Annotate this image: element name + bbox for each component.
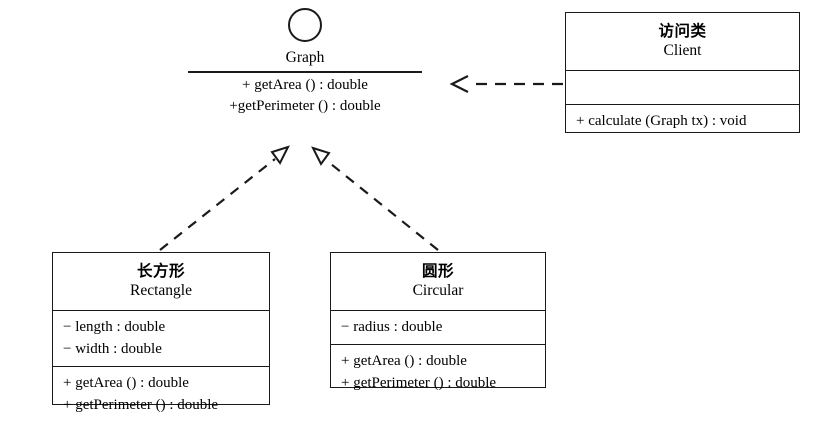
operation-item: +getPerimeter () : double: [229, 98, 381, 114]
class-circular-attributes: − radius : double: [331, 310, 545, 344]
realization-line: [325, 159, 439, 251]
operation-item: + getArea () : double: [63, 375, 189, 391]
class-client-name-en: Client: [663, 42, 702, 59]
class-circular-name-en: Circular: [412, 282, 464, 299]
class-circular-operations: + getArea () : double + getPerimeter () …: [331, 344, 545, 400]
operation-item: + getArea () : double: [242, 77, 368, 93]
class-rectangle-header: 长方形 Rectangle: [53, 253, 269, 310]
class-circular-header: 圆形 Circular: [331, 253, 545, 310]
realization-circular-to-graph-connector: [311, 146, 439, 251]
hollow-triangle-arrowhead-icon: [270, 145, 290, 165]
open-arrowhead-icon: [449, 75, 469, 93]
dependency-client-to-graph-connector: [449, 75, 563, 93]
class-rectangle-attributes: − length : double − width : double: [53, 310, 269, 366]
interface-circle-icon: [288, 8, 322, 42]
operation-item: + calculate (Graph tx) : void: [576, 113, 747, 129]
operation-item: + getArea () : double: [341, 353, 467, 369]
class-rectangle-name-cn: 长方形: [136, 262, 185, 280]
class-box-rectangle[interactable]: 长方形 Rectangle − length : double − width …: [52, 252, 270, 413]
realization-rectangle-to-graph-connector: [159, 145, 290, 251]
hollow-triangle-arrowhead-icon: [311, 146, 331, 166]
operation-item: + getPerimeter () : double: [341, 375, 497, 391]
class-circular-name-cn: 圆形: [421, 262, 454, 280]
interface-name-divider: [188, 71, 422, 73]
class-rectangle-operations: + getArea () : double + getPerimeter () …: [53, 366, 269, 422]
attribute-item: − width : double: [63, 341, 162, 357]
class-client-header: 访问类 Client: [566, 13, 799, 70]
realization-line: [159, 158, 276, 251]
class-box-circular[interactable]: 圆形 Circular − radius : double + getArea …: [330, 252, 546, 391]
class-client-attributes: [566, 70, 799, 104]
class-client-operations: + calculate (Graph tx) : void: [566, 104, 799, 138]
interface-graph[interactable]: Graph + getArea () : double +getPerimete…: [188, 8, 422, 117]
operation-item: + getPerimeter () : double: [63, 397, 219, 413]
attribute-item: − radius : double: [341, 319, 443, 335]
interface-graph-name: Graph: [285, 49, 325, 66]
class-rectangle-name-en: Rectangle: [130, 282, 192, 299]
attribute-item: − length : double: [63, 319, 166, 335]
class-box-client[interactable]: 访问类 Client + calculate (Graph tx) : void: [565, 12, 800, 133]
interface-graph-operations: + getArea () : double +getPerimeter () :…: [188, 75, 422, 117]
class-client-name-cn: 访问类: [658, 22, 707, 40]
